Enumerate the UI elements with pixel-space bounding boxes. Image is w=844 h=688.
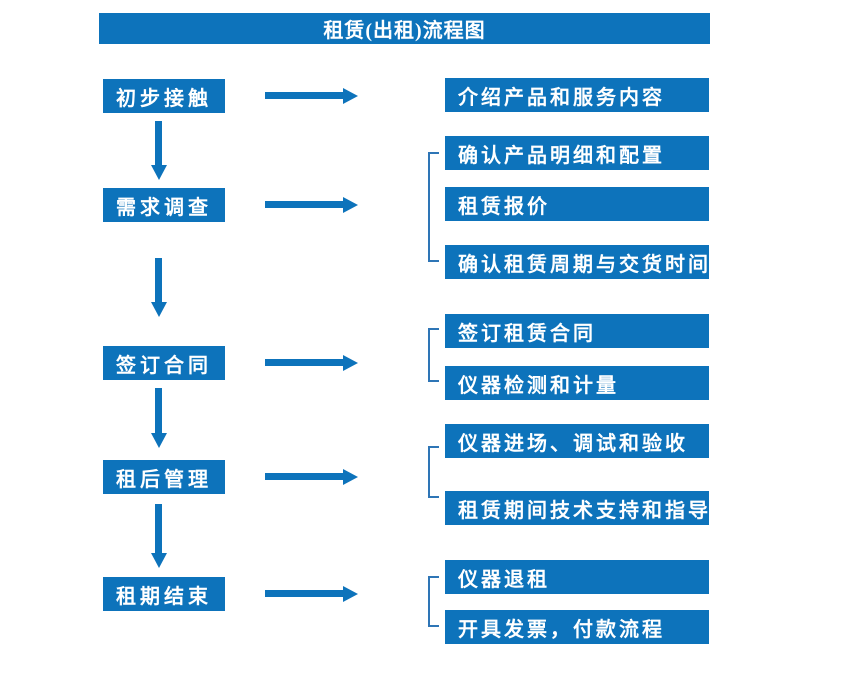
detail-box-confirm-period: 确认租赁周期与交货时间 bbox=[445, 245, 709, 279]
stage-box-rental-end: 租期结束 bbox=[103, 577, 225, 611]
detail-box-invoice-payment: 开具发票，付款流程 bbox=[445, 610, 709, 644]
arrow-down-icon-3 bbox=[151, 388, 167, 448]
arrow-down-icon-4 bbox=[151, 504, 167, 568]
detail-box-introduce-products: 介绍产品和服务内容 bbox=[445, 78, 709, 112]
arrow-down-icon-1 bbox=[151, 121, 167, 180]
arrow-right-icon-4 bbox=[265, 469, 358, 485]
arrow-right-icon-5 bbox=[265, 586, 358, 602]
stage-box-initial-contact: 初步接触 bbox=[103, 79, 225, 113]
arrow-right-icon-1 bbox=[265, 88, 358, 104]
detail-box-sign-rental-contract: 签订租赁合同 bbox=[445, 314, 709, 348]
stage-box-demand-survey: 需求调查 bbox=[103, 188, 225, 222]
detail-box-rental-quote: 租赁报价 bbox=[445, 187, 709, 221]
flowchart-title: 租赁(出租)流程图 bbox=[99, 13, 710, 44]
detail-box-instrument-return: 仪器退租 bbox=[445, 560, 709, 594]
group-bracket-rental-end bbox=[428, 576, 439, 627]
detail-box-instrument-setup: 仪器进场、调试和验收 bbox=[445, 424, 709, 458]
stage-box-post-rental: 租后管理 bbox=[103, 460, 225, 494]
arrow-right-icon-2 bbox=[265, 197, 358, 213]
group-bracket-demand-survey bbox=[428, 152, 439, 262]
stage-box-sign-contract: 签订合同 bbox=[103, 346, 225, 380]
detail-box-instrument-testing: 仪器检测和计量 bbox=[445, 366, 709, 400]
arrow-down-icon-2 bbox=[151, 258, 167, 317]
detail-box-confirm-config: 确认产品明细和配置 bbox=[445, 136, 709, 170]
arrow-right-icon-3 bbox=[265, 355, 358, 371]
group-bracket-sign-contract bbox=[428, 328, 439, 382]
detail-box-tech-support: 租赁期间技术支持和指导 bbox=[445, 491, 709, 525]
group-bracket-post-rental bbox=[428, 446, 439, 498]
